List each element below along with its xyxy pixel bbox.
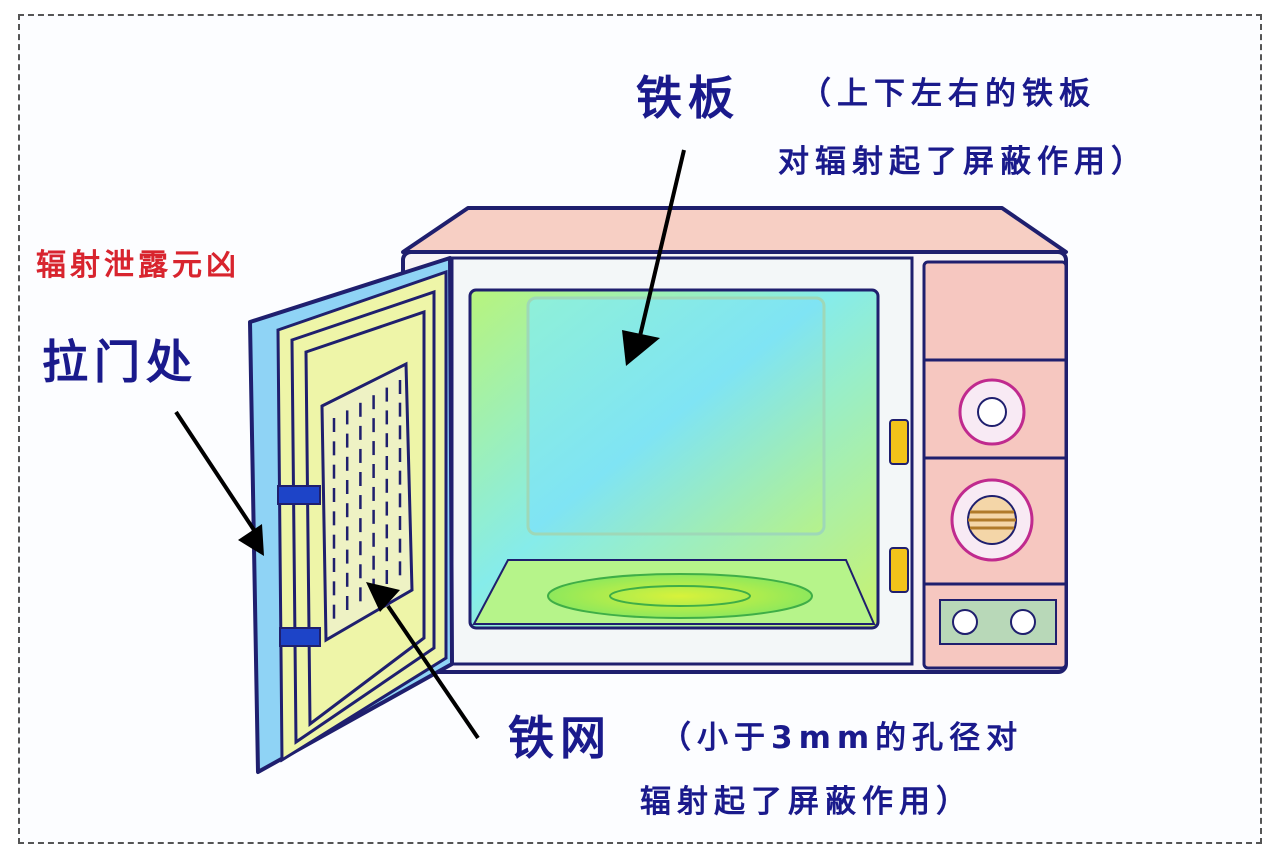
radiation-leak-warning: 辐射泄露元凶	[36, 248, 240, 283]
arrows	[174, 149, 686, 740]
iron-mesh-label: 铁网	[508, 711, 612, 765]
timer-dial-icon	[950, 478, 1034, 562]
door-latch-bottom	[889, 547, 909, 593]
open-door	[248, 256, 454, 774]
turntable	[547, 573, 813, 619]
iron-plate-note-line2: 对辐射起了屏蔽作用）	[778, 144, 1148, 180]
top-panel	[401, 206, 1068, 254]
iron-plate-note-line1: （上下左右的铁板	[800, 76, 1096, 112]
control-panel	[922, 260, 1068, 670]
mesh-holes	[332, 380, 402, 619]
door-latch-top	[889, 419, 909, 465]
round-button-icon	[1010, 609, 1036, 635]
arrow-door-gap	[174, 410, 264, 556]
door-frame-ring-2	[304, 309, 426, 727]
cavity-back-iron-plate	[526, 296, 826, 536]
round-button-icon	[952, 609, 978, 635]
door-hinge-top	[277, 485, 321, 505]
arrow-iron-plate	[622, 149, 686, 366]
turntable-center	[609, 585, 751, 607]
iron-mesh-note-line2: 辐射起了屏蔽作用）	[640, 784, 973, 820]
door-frame-ring-1	[290, 289, 436, 745]
door-iron-mesh	[320, 361, 414, 643]
control-panel-frame	[922, 260, 1068, 670]
door-gap-label: 拉门处	[42, 335, 198, 389]
door-hinge-bottom	[279, 627, 321, 647]
iron-mesh-note-line1: （小于3mm的孔径对	[660, 720, 1024, 756]
arrow-iron-mesh	[366, 582, 480, 740]
control-knob-icon	[958, 378, 1026, 446]
iron-plate-label: 铁板	[636, 71, 740, 125]
microwave-body	[401, 206, 1068, 674]
